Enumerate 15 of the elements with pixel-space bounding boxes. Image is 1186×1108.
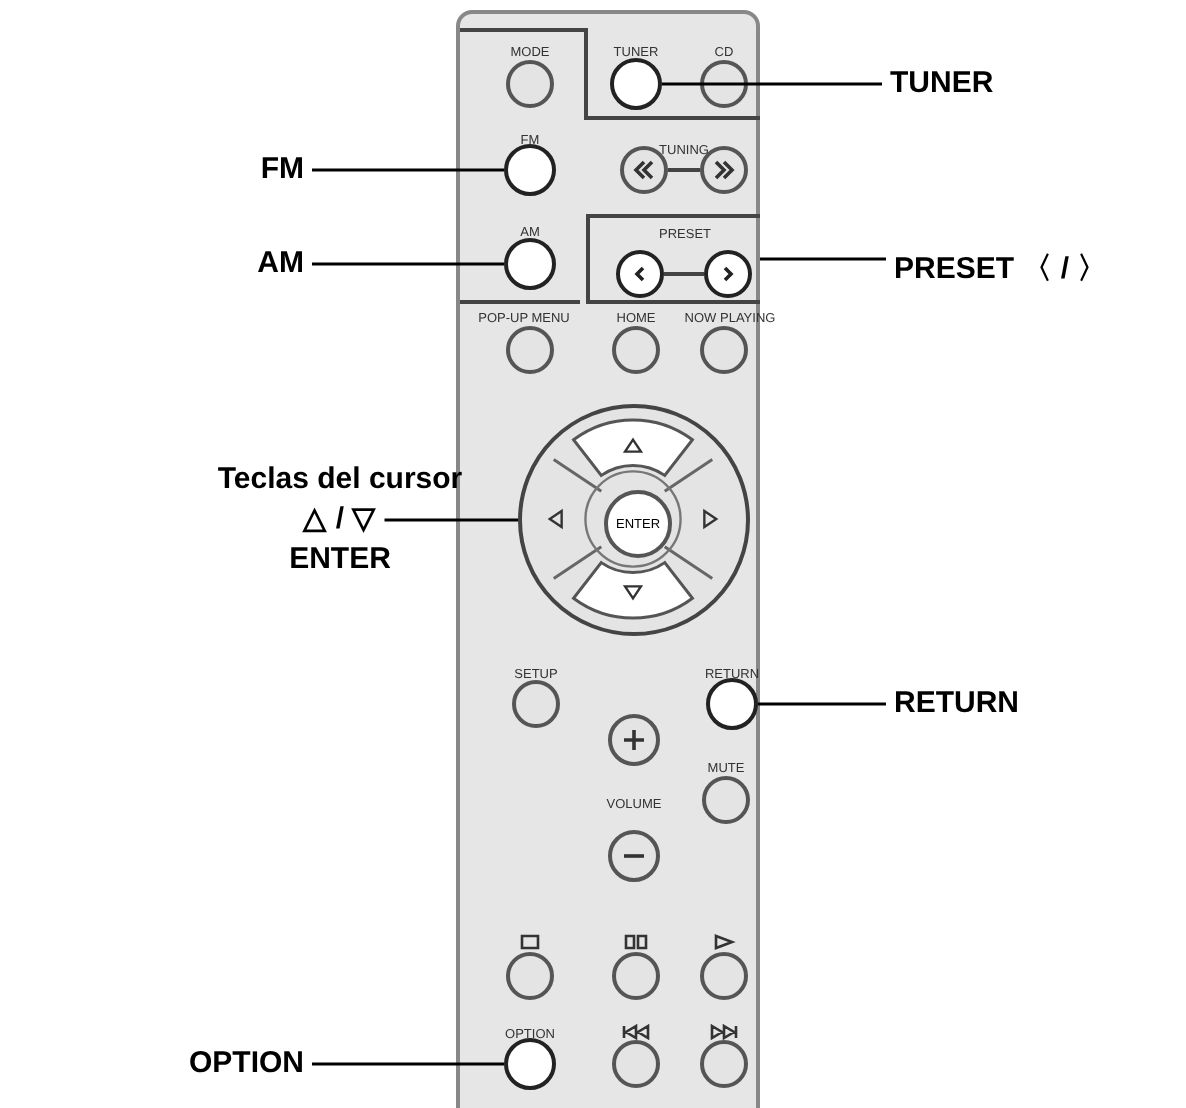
leader-line <box>312 1062 504 1066</box>
leader-line <box>662 82 882 86</box>
leader-line <box>384 518 518 522</box>
leader-line <box>758 702 886 706</box>
callout-label: Teclas del cursor △ / ▽ ENTER <box>190 460 490 580</box>
leader-line <box>312 262 504 266</box>
leader-line <box>312 168 504 172</box>
callout-label: TUNER <box>890 66 1050 102</box>
preset-button-frame <box>586 214 760 304</box>
callout-label: RETURN <box>894 686 1074 722</box>
callout-label: AM <box>184 246 304 282</box>
callout-label: PRESET 〈 / 〉 <box>894 252 1154 288</box>
callout-label: FM <box>184 152 304 188</box>
leader-line <box>760 257 886 261</box>
callout-label: OPTION <box>124 1046 304 1082</box>
